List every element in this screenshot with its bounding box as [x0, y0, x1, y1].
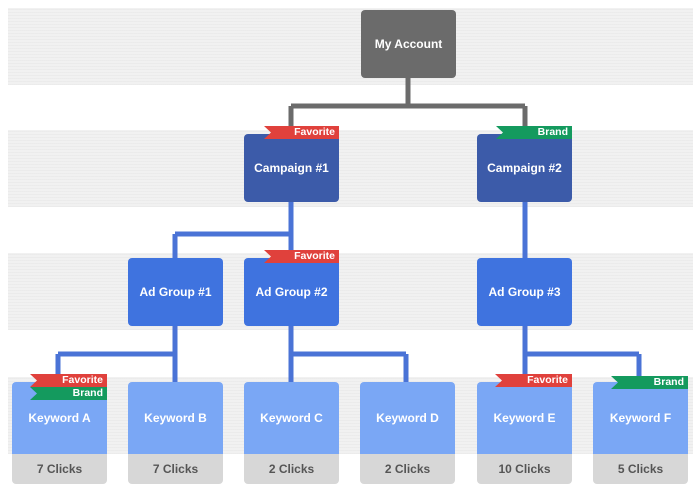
- account-node[interactable]: My Account: [361, 10, 456, 78]
- keyword-label: Keyword B: [144, 411, 207, 425]
- keyword-label: Keyword C: [260, 411, 323, 425]
- keyword-node-e[interactable]: Keyword E: [477, 382, 572, 454]
- brand-tag: Brand: [496, 126, 572, 139]
- clicks-count: 2 Clicks: [360, 454, 455, 484]
- clicks-count: 10 Clicks: [477, 454, 572, 484]
- connector-adgroup2-keywords: [288, 325, 409, 382]
- campaign-node-2[interactable]: Campaign #2: [477, 134, 572, 202]
- clicks-count: 7 Clicks: [128, 454, 223, 484]
- campaign-label: Campaign #2: [487, 161, 562, 175]
- ad-group-node-1[interactable]: Ad Group #1: [128, 258, 223, 326]
- ad-group-label: Ad Group #3: [488, 285, 561, 299]
- keyword-label: Keyword D: [376, 411, 439, 425]
- level-band-keywords: [8, 377, 693, 454]
- keyword-node-c[interactable]: Keyword C: [244, 382, 339, 454]
- clicks-count: 7 Clicks: [12, 454, 107, 484]
- favorite-tag: Favorite: [30, 374, 107, 387]
- level-band-campaigns: [8, 130, 693, 207]
- connector-campaign1-adgroups: [172, 202, 294, 258]
- campaign-label: Campaign #1: [254, 161, 329, 175]
- account-label: My Account: [374, 37, 443, 51]
- clicks-count: 5 Clicks: [593, 454, 688, 484]
- favorite-tag: Favorite: [264, 126, 339, 139]
- connector-adgroup1-keywords: [55, 325, 178, 382]
- keyword-label: Keyword E: [493, 411, 556, 425]
- brand-tag: Brand: [30, 387, 107, 400]
- favorite-tag: Favorite: [495, 374, 572, 387]
- keyword-node-f[interactable]: Keyword F: [593, 382, 688, 454]
- brand-tag: Brand: [611, 376, 688, 389]
- keyword-label: Keyword A: [28, 411, 91, 425]
- level-band-ad-groups: [8, 253, 693, 330]
- clicks-count: 2 Clicks: [244, 454, 339, 484]
- ad-group-node-2[interactable]: Ad Group #2: [244, 258, 339, 326]
- favorite-tag: Favorite: [264, 250, 339, 263]
- connector-adgroup3-keywords: [522, 325, 642, 382]
- campaign-node-1[interactable]: Campaign #1: [244, 134, 339, 202]
- ad-group-label: Ad Group #1: [139, 285, 212, 299]
- keyword-node-d[interactable]: Keyword D: [360, 382, 455, 454]
- keyword-node-b[interactable]: Keyword B: [128, 382, 223, 454]
- ad-group-node-3[interactable]: Ad Group #3: [477, 258, 572, 326]
- keyword-label: Keyword F: [609, 411, 672, 425]
- ad-group-label: Ad Group #2: [255, 285, 328, 299]
- level-band-account: [8, 8, 693, 85]
- connector-account-campaigns: [288, 78, 528, 134]
